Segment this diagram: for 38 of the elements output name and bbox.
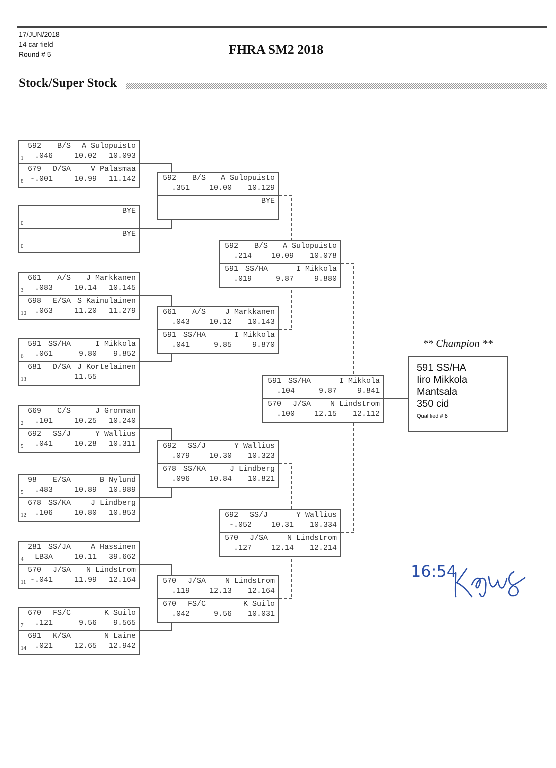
- match-box: [18, 474, 140, 522]
- bracket-line: [278, 556, 292, 600]
- bracket-line: [340, 264, 354, 376]
- match-box: [18, 272, 140, 320]
- match-box: [262, 375, 384, 423]
- car-class: 591 SS/HA: [417, 363, 466, 375]
- handwritten-time: 16:54: [411, 562, 458, 581]
- bracket-line: [140, 428, 172, 440]
- bracket-line: [140, 164, 172, 172]
- match-box: [219, 509, 341, 557]
- match-box: [18, 541, 140, 589]
- bracket-line: [140, 488, 172, 498]
- bracket-line: [340, 422, 354, 534]
- match-box: [18, 140, 140, 188]
- match-box: [18, 405, 140, 453]
- bracket-line: [384, 398, 408, 400]
- engine-size: 350 cid: [417, 399, 450, 411]
- page-title: FHRA SM2 2018: [229, 42, 324, 58]
- match-box: [18, 338, 140, 386]
- hometown: Mantsala: [417, 387, 458, 399]
- bracket-line: [140, 564, 172, 576]
- match-box: [157, 575, 279, 623]
- bracket-line: [278, 464, 292, 510]
- champion-heading: ** Champion **: [423, 339, 494, 350]
- match-box: [18, 607, 140, 655]
- bracket-line: [140, 354, 172, 362]
- bracket-line: [140, 220, 172, 230]
- match-box: [18, 205, 140, 253]
- driver-name: Iiro Mikkola: [417, 375, 468, 387]
- match-box: [157, 306, 279, 354]
- bracket-line: [140, 296, 172, 306]
- class-heading: Stock/Super Stock: [19, 76, 118, 91]
- match-box: [157, 172, 279, 220]
- bracket-line: [278, 196, 292, 240]
- match-box: [219, 240, 341, 288]
- bracket-line: [278, 288, 292, 330]
- bracket-line: [140, 622, 172, 632]
- match-box: [157, 440, 279, 488]
